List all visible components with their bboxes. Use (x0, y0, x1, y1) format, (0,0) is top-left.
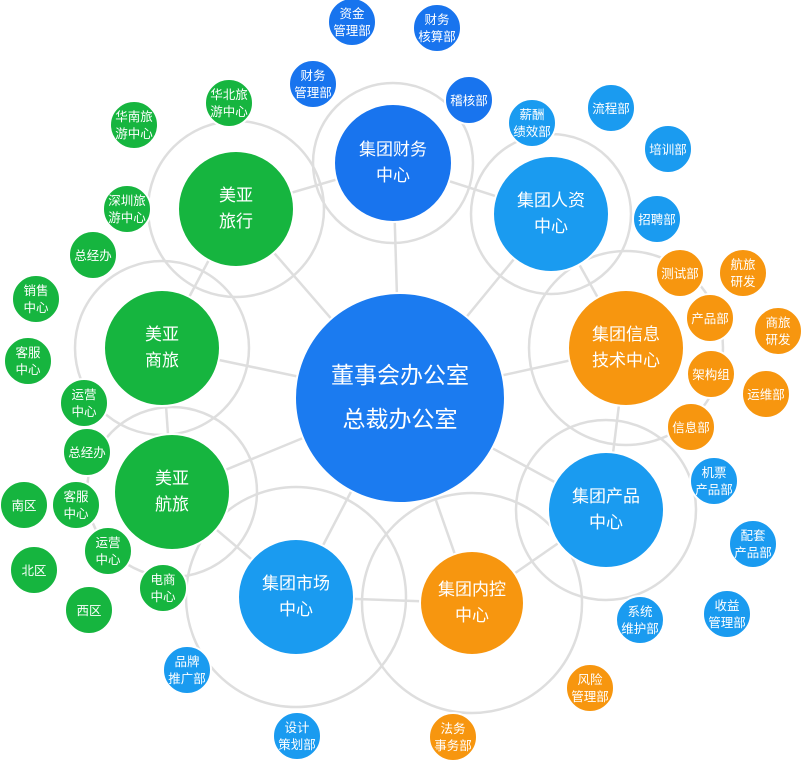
hub-product-label: 集团产品 中心 (572, 487, 640, 533)
dept-mk-design-label: 设计 策划部 (278, 720, 316, 752)
dept-at-ops[interactable]: 运营 中心 (83, 526, 133, 576)
dept-hr-pay-label: 薪酬 绩效部 (513, 107, 551, 139)
dept-at-north[interactable]: 北区 (9, 545, 59, 595)
dept-it-arch-label: 架构组 (692, 366, 730, 382)
hub-hr[interactable]: 集团人资 中心 (492, 155, 610, 273)
dept-it-test-label: 测试部 (661, 265, 699, 281)
hub-it-label: 集团信息 技术中心 (592, 325, 660, 371)
dept-hr-train[interactable]: 培训部 (643, 124, 693, 174)
dept-hr-pay[interactable]: 薪酬 绩效部 (507, 98, 557, 148)
dept-tr-south-label: 华南旅 游中心 (115, 109, 153, 141)
ring-control (360, 491, 584, 715)
hub-market[interactable]: 集团市场 中心 (237, 538, 355, 656)
dept-pd-ticket-label: 机票 产品部 (695, 465, 733, 497)
hub-control-label: 集团内控 中心 (438, 580, 506, 626)
hub-travel[interactable]: 美亚 旅行 (177, 150, 295, 268)
dept-bt-service-label: 客服 中心 (15, 345, 41, 377)
dept-it-ops[interactable]: 运维部 (741, 369, 791, 419)
dept-it-ops-label: 运维部 (747, 386, 785, 402)
dept-fin-account[interactable]: 财务 核算部 (412, 3, 462, 53)
dept-hr-recruit-label: 招聘部 (638, 211, 676, 227)
hub-airtravel[interactable]: 美亚 航旅 (113, 433, 231, 551)
dept-it-air-label: 航旅 研发 (730, 257, 756, 289)
dept-pd-ticket[interactable]: 机票 产品部 (689, 456, 739, 506)
dept-tr-north-label: 华北旅 游中心 (210, 87, 248, 119)
dept-pd-support[interactable]: 配套 产品部 (728, 519, 778, 569)
dept-it-biz[interactable]: 商旅 研发 (753, 306, 802, 356)
hub-market-label: 集团市场 中心 (262, 574, 330, 620)
dept-it-test[interactable]: 测试部 (655, 248, 705, 298)
hub-it[interactable]: 集团信息 技术中心 (567, 289, 685, 407)
hub-finance[interactable]: 集团财务 中心 (333, 103, 453, 223)
dept-it-product-label: 产品部 (691, 310, 729, 326)
dept-bt-service[interactable]: 客服 中心 (3, 336, 53, 386)
ring-finance (311, 81, 475, 245)
dept-tr-shenzhen[interactable]: 深圳旅 游中心 (102, 184, 152, 234)
hub-finance-label: 集团财务 中心 (359, 140, 427, 186)
dept-pd-revenue[interactable]: 收益 管理部 (702, 589, 752, 639)
dept-ct-legal-label: 法务 事务部 (434, 721, 472, 753)
ring-it (527, 249, 725, 447)
dept-at-ops-label: 运营 中心 (95, 535, 121, 567)
dept-pd-system[interactable]: 系统 维护部 (615, 595, 665, 645)
hub-airtravel-label: 美亚 航旅 (155, 469, 189, 515)
dept-at-south-label: 南区 (11, 497, 37, 513)
dept-bt-ops-label: 运营 中心 (71, 387, 97, 419)
hub-control[interactable]: 集团内控 中心 (419, 550, 525, 656)
dept-tr-south[interactable]: 华南旅 游中心 (109, 100, 159, 150)
dept-at-north-label: 北区 (21, 562, 47, 578)
dept-ct-legal[interactable]: 法务 事务部 (428, 712, 478, 762)
dept-pd-support-label: 配套 产品部 (734, 528, 772, 560)
dept-tr-shenzhen-label: 深圳旅 游中心 (108, 193, 146, 225)
dept-ct-risk[interactable]: 风险 管理部 (565, 663, 615, 713)
center-node[interactable]: 董事会办公室 总裁办公室 (294, 292, 506, 504)
dept-at-office-label: 总经办 (68, 444, 106, 460)
dept-fin-audit-label: 稽核部 (450, 92, 488, 108)
dept-at-west[interactable]: 西区 (64, 585, 114, 635)
dept-hr-process-label: 流程部 (592, 100, 630, 116)
dept-bt-office[interactable]: 总经办 (68, 230, 118, 280)
dept-ct-risk-label: 风险 管理部 (571, 672, 609, 704)
dept-pd-system-label: 系统 维护部 (621, 604, 659, 636)
dept-mk-brand[interactable]: 品牌 推广部 (162, 645, 212, 695)
dept-at-south[interactable]: 南区 (0, 480, 49, 530)
hub-travel-label: 美亚 旅行 (219, 186, 253, 232)
dept-it-air[interactable]: 航旅 研发 (718, 248, 768, 298)
dept-bt-sales[interactable]: 销售 中心 (11, 274, 61, 324)
dept-fin-mgmt-label: 财务 管理部 (294, 68, 332, 100)
dept-bt-sales-label: 销售 中心 (23, 283, 49, 315)
dept-it-biz-label: 商旅 研发 (765, 315, 791, 347)
dept-it-product[interactable]: 产品部 (685, 293, 735, 343)
dept-fin-audit[interactable]: 稽核部 (444, 75, 494, 125)
hub-biztravel[interactable]: 美亚 商旅 (103, 289, 221, 407)
ring-product (514, 418, 698, 602)
dept-at-service-label: 客服 中心 (63, 489, 89, 521)
dept-hr-recruit[interactable]: 招聘部 (632, 194, 682, 244)
dept-at-ecom-label: 电商 中心 (150, 572, 176, 604)
dept-it-info-label: 信息部 (672, 419, 710, 435)
dept-at-office[interactable]: 总经办 (62, 427, 112, 477)
dept-at-ecom[interactable]: 电商 中心 (138, 563, 188, 613)
dept-fin-fund-label: 资金 管理部 (333, 6, 371, 38)
dept-mk-brand-label: 品牌 推广部 (168, 654, 206, 686)
dept-fin-fund[interactable]: 资金 管理部 (327, 0, 377, 47)
dept-mk-design[interactable]: 设计 策划部 (272, 711, 322, 761)
hub-product[interactable]: 集团产品 中心 (547, 451, 665, 569)
dept-fin-mgmt[interactable]: 财务 管理部 (288, 59, 338, 109)
dept-hr-train-label: 培训部 (649, 141, 687, 157)
dept-it-arch[interactable]: 架构组 (686, 349, 736, 399)
dept-at-service[interactable]: 客服 中心 (51, 480, 101, 530)
dept-bt-office-label: 总经办 (74, 247, 112, 263)
dept-it-info[interactable]: 信息部 (666, 402, 716, 452)
dept-hr-process[interactable]: 流程部 (586, 83, 636, 133)
center-node-label: 董事会办公室 总裁办公室 (331, 363, 469, 433)
dept-pd-revenue-label: 收益 管理部 (708, 598, 746, 630)
dept-fin-account-label: 财务 核算部 (418, 12, 456, 44)
dept-tr-north[interactable]: 华北旅 游中心 (204, 78, 254, 128)
dept-at-west-label: 西区 (76, 602, 102, 618)
hub-hr-label: 集团人资 中心 (517, 191, 585, 237)
hub-biztravel-label: 美亚 商旅 (145, 325, 179, 371)
dept-bt-ops[interactable]: 运营 中心 (59, 378, 109, 428)
